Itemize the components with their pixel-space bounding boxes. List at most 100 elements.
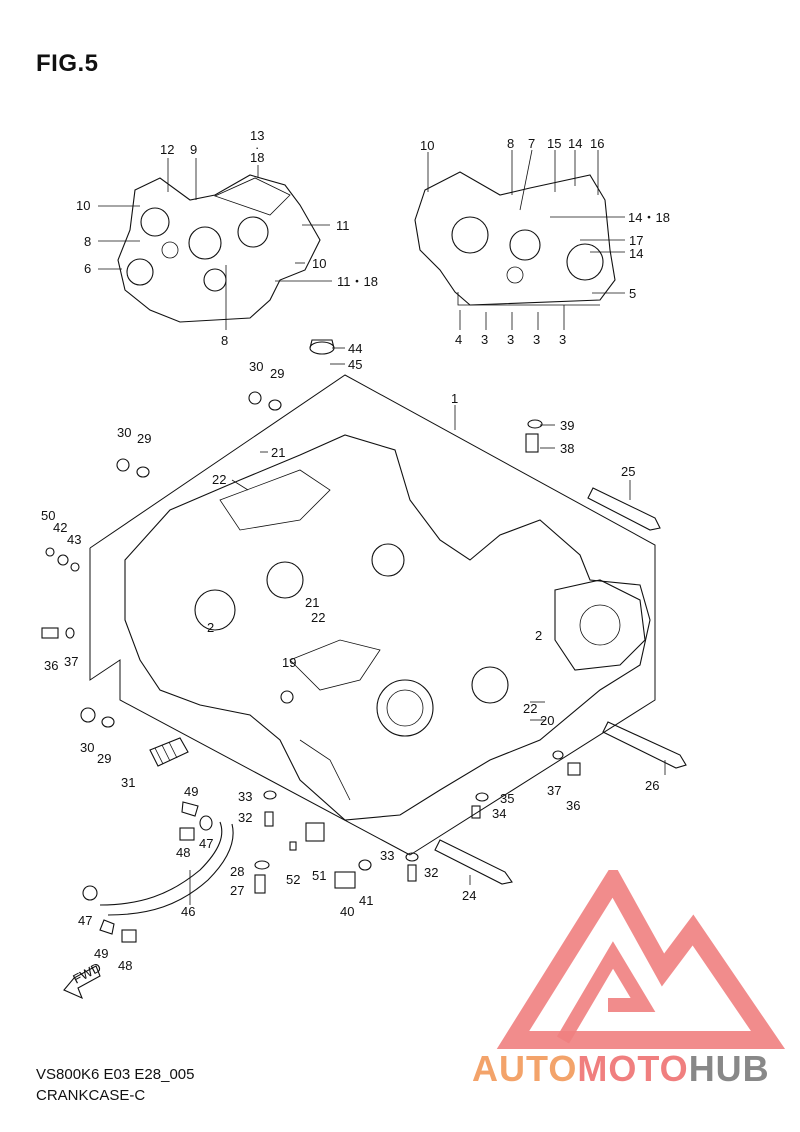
- crankcase-right-half-view: [414, 171, 616, 306]
- callout-24: 24: [462, 888, 476, 903]
- callout-labels: 13 · 18 12 9 10 11 8 10 6 11・18 8 10 8 7…: [41, 128, 670, 973]
- automotohub-logo-text: AUTOMOTOHUB: [472, 1048, 770, 1090]
- callout-28: 28: [230, 864, 244, 879]
- callout-36: 36: [44, 658, 58, 673]
- callout-32: 32: [424, 865, 438, 880]
- callout-7: 7: [528, 136, 535, 151]
- callout-51: 51: [312, 868, 326, 883]
- logo-word-moto: MOTO: [577, 1048, 689, 1089]
- callout-37: 37: [64, 654, 78, 669]
- bolt-24: [434, 839, 513, 885]
- callout-32: 32: [238, 810, 252, 825]
- callout-31: 31: [121, 775, 135, 790]
- figure-title: FIG.5: [36, 50, 99, 77]
- callout-1: 1: [451, 391, 458, 406]
- callout-21: 21: [271, 445, 285, 460]
- callout-49: 49: [94, 946, 108, 961]
- callout-5: 5: [629, 286, 636, 301]
- callout-45: 45: [348, 357, 362, 372]
- callout-33: 33: [380, 848, 394, 863]
- callout-38: 38: [560, 441, 574, 456]
- callout-42: 42: [53, 520, 67, 535]
- callout-14: 14: [629, 246, 643, 261]
- callout-36: 36: [566, 798, 580, 813]
- fasteners: [41, 391, 581, 943]
- callout-41: 41: [359, 893, 373, 908]
- callout-26: 26: [645, 778, 659, 793]
- callout-20: 20: [540, 713, 554, 728]
- cap-44: [309, 339, 335, 355]
- callout-49: 49: [184, 784, 198, 799]
- callout-30: 30: [80, 740, 94, 755]
- callout-18: 18: [250, 150, 264, 165]
- callout-21: 21: [305, 595, 319, 610]
- callout-43: 43: [67, 532, 81, 547]
- callout-22: 22: [523, 701, 537, 716]
- callout-19: 19: [282, 655, 296, 670]
- bolt-26: [602, 721, 687, 769]
- callout-30: 30: [117, 425, 131, 440]
- automotohub-logo-mark: [496, 870, 786, 1049]
- callout-9: 9: [190, 142, 197, 157]
- callout-14-18: 14・18: [628, 210, 670, 225]
- callout-15: 15: [547, 136, 561, 151]
- callout-47: 47: [78, 913, 92, 928]
- callout-29: 29: [137, 431, 151, 446]
- callout-13-dot: ·: [255, 140, 259, 155]
- callout-29: 29: [97, 751, 111, 766]
- callout-27: 27: [230, 883, 244, 898]
- bolt-25: [587, 487, 661, 531]
- callout-30: 30: [249, 359, 263, 374]
- breather-hose: [99, 821, 234, 916]
- callout-8: 8: [221, 333, 228, 348]
- callout-8: 8: [84, 234, 91, 249]
- callout-11: 11: [336, 218, 350, 233]
- callout-29: 29: [270, 366, 284, 381]
- callout-25: 25: [621, 464, 635, 479]
- model-code-label: VS800K6 E03 E28_005: [36, 1066, 195, 1083]
- exploded-view-frame: [89, 374, 656, 856]
- callout-3: 3: [559, 332, 566, 347]
- callout-4: 4: [455, 332, 462, 347]
- logo-word-hub: HUB: [688, 1048, 770, 1089]
- callout-8: 8: [507, 136, 514, 151]
- callout-22: 22: [212, 472, 226, 487]
- callout-13: 13: [250, 128, 264, 143]
- callout-48: 48: [118, 958, 132, 973]
- callout-3: 3: [533, 332, 540, 347]
- crankcase-main-body: [124, 434, 651, 821]
- callout-34: 34: [492, 806, 506, 821]
- callout-17: 17: [629, 233, 643, 248]
- callout-14: 14: [568, 136, 582, 151]
- callout-10: 10: [312, 256, 326, 271]
- callout-33: 33: [238, 789, 252, 804]
- callout-16: 16: [590, 136, 604, 151]
- callout-52: 52: [286, 872, 300, 887]
- callout-2: 2: [207, 620, 214, 635]
- callout-44: 44: [348, 341, 362, 356]
- callout-35: 35: [500, 791, 514, 806]
- callout-10: 10: [420, 138, 434, 153]
- forward-direction-arrow: FWD: [63, 960, 104, 1000]
- crankcase-left-half-view: [117, 174, 321, 323]
- callout-37: 37: [547, 783, 561, 798]
- callout-12: 12: [160, 142, 174, 157]
- callout-46: 46: [181, 904, 195, 919]
- callout-47: 47: [199, 836, 213, 851]
- hose-31: [149, 737, 189, 767]
- callout-2: 2: [535, 628, 542, 643]
- callout-11-18: 11・18: [337, 274, 378, 289]
- callout-48: 48: [176, 845, 190, 860]
- callout-3: 3: [507, 332, 514, 347]
- callout-3: 3: [481, 332, 488, 347]
- callout-40: 40: [340, 904, 354, 919]
- callout-50: 50: [41, 508, 55, 523]
- callout-6: 6: [84, 261, 91, 276]
- callout-10: 10: [76, 198, 90, 213]
- section-name-label: CRANKCASE-C: [36, 1087, 146, 1104]
- callout-39: 39: [560, 418, 574, 433]
- callout-22: 22: [311, 610, 325, 625]
- logo-word-auto: AUTO: [472, 1048, 578, 1089]
- leader-lines: [98, 149, 666, 905]
